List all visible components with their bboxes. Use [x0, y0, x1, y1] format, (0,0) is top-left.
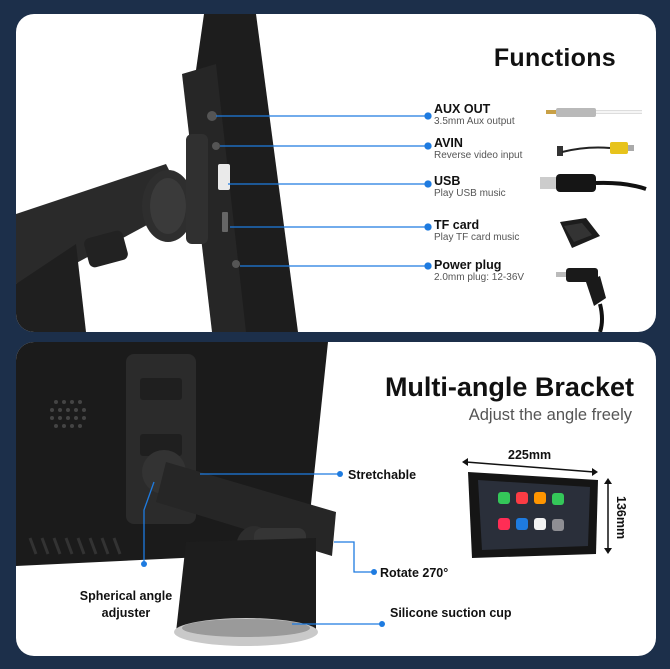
feature-power-plug: Power plug 2.0mm plug: 12-36V — [434, 258, 564, 284]
feature-name: TF card — [434, 218, 480, 232]
bracket-illustration — [16, 342, 612, 646]
display-screen — [478, 480, 590, 550]
avin-port — [212, 142, 220, 150]
av-cable-icon — [557, 142, 634, 156]
callout-lines — [143, 473, 382, 625]
callout-dots — [141, 471, 385, 627]
callout-rotate: Rotate 270° — [380, 566, 449, 580]
aux-out-port — [207, 111, 217, 121]
feature-usb: USB Play USB music — [434, 174, 564, 200]
leader-lines — [216, 112, 432, 270]
feature-name: Power plug — [434, 258, 502, 272]
bracket-panel: Multi-angle Bracket Adjust the angle fre… — [16, 342, 656, 656]
feature-name: AUX OUT — [434, 102, 491, 116]
feature-name: AVIN — [434, 136, 463, 150]
bracket-subtitle: Adjust the angle freely — [468, 406, 632, 424]
tf-card-slot — [222, 212, 228, 232]
aux-cable-icon — [546, 108, 642, 117]
callout-spherical-line1: Spherical angle — [79, 589, 173, 603]
callout-spherical: Spherical angle adjuster — [66, 588, 186, 622]
feature-desc: 3.5mm Aux output — [434, 116, 515, 127]
usb-port — [218, 164, 230, 190]
device-bracket-plate — [186, 134, 208, 244]
callout-spherical-line2: adjuster — [101, 606, 151, 620]
suction-base — [176, 538, 316, 632]
tf-card-icon — [560, 218, 600, 248]
speaker-grille — [50, 400, 86, 428]
mount-base — [16, 244, 86, 332]
dimension-width: 225mm — [508, 448, 552, 462]
feature-desc: Play TF card music — [434, 232, 520, 243]
mount-clip — [84, 230, 128, 268]
feature-avin: AVIN Reverse video input — [434, 136, 564, 162]
feature-tf-card: TF card Play TF card music — [434, 218, 564, 244]
feature-desc: 2.0mm plug: 12-36V — [434, 272, 525, 283]
functions-illustration — [16, 14, 647, 332]
power-plug-icon — [556, 268, 606, 332]
callout-stretchable: Stretchable — [348, 468, 417, 482]
functions-title: Functions — [493, 44, 616, 72]
callout-suction: Silicone suction cup — [390, 606, 512, 620]
feature-aux-out: AUX OUT 3.5mm Aux output — [434, 102, 564, 128]
feature-desc: Play USB music — [434, 188, 506, 199]
app-icons — [498, 492, 564, 531]
dimension-diagram — [462, 458, 612, 558]
feature-name: USB — [434, 174, 461, 188]
functions-panel: Functions AUX OUT 3.5mm Aux output AVIN … — [16, 14, 656, 332]
power-port — [232, 260, 240, 268]
device-back — [182, 64, 246, 332]
feature-desc: Reverse video input — [434, 150, 523, 161]
usb-cable-icon — [540, 174, 647, 192]
dimension-height: 136mm — [614, 496, 628, 540]
bracket-title: Multi-angle Bracket — [384, 372, 634, 402]
ball-knob-inner — [150, 178, 186, 234]
